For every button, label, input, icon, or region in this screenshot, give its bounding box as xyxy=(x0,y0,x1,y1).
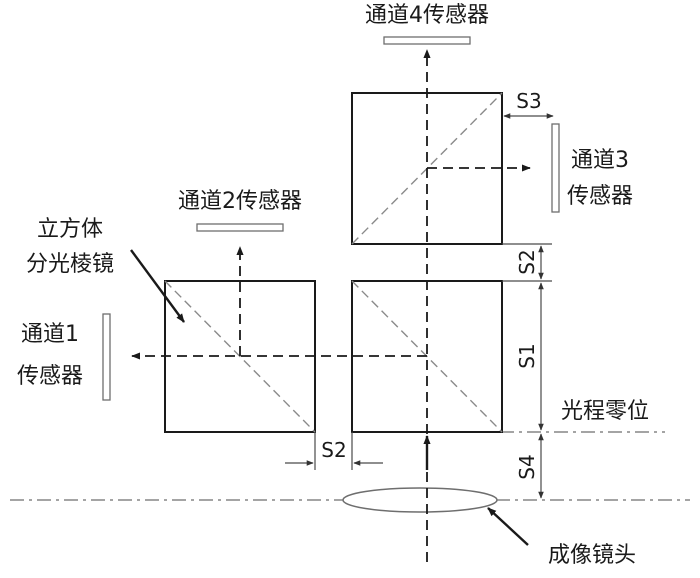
prism-label-line1: 立方体 xyxy=(37,217,103,242)
s4-label: S4 xyxy=(515,454,539,479)
channel2-sensor-label: 通道2传感器 xyxy=(178,189,302,214)
imaging-lens-label: 成像镜头 xyxy=(548,543,636,568)
s2-left-label: S2 xyxy=(321,438,346,462)
channel3-sensor xyxy=(551,123,560,213)
lens-pointer-arrow xyxy=(487,507,529,546)
s1-label: S1 xyxy=(515,343,539,368)
prism-pointer-arrow xyxy=(130,249,185,323)
imaging-lens xyxy=(342,487,498,513)
s3-label: S3 xyxy=(516,89,541,113)
channel4-sensor-label: 通道4传感器 xyxy=(365,3,489,28)
channel1-sensor-label-line2: 传感器 xyxy=(17,364,83,389)
prism-label-line2: 分光棱镜 xyxy=(26,252,114,277)
s2-right-label: S2 xyxy=(515,249,539,274)
prism-cube-left-diagonal xyxy=(164,280,316,433)
channel4-sensor xyxy=(383,36,471,45)
channel2-sensor xyxy=(196,223,284,232)
optical-path-zero-label: 光程零位 xyxy=(561,399,649,424)
channel3-sensor-label-line2: 传感器 xyxy=(567,184,633,209)
channel1-sensor xyxy=(102,313,111,401)
channel3-sensor-label-line1: 通道3 xyxy=(571,148,629,173)
channel1-sensor-label-line1: 通道1 xyxy=(21,322,79,347)
